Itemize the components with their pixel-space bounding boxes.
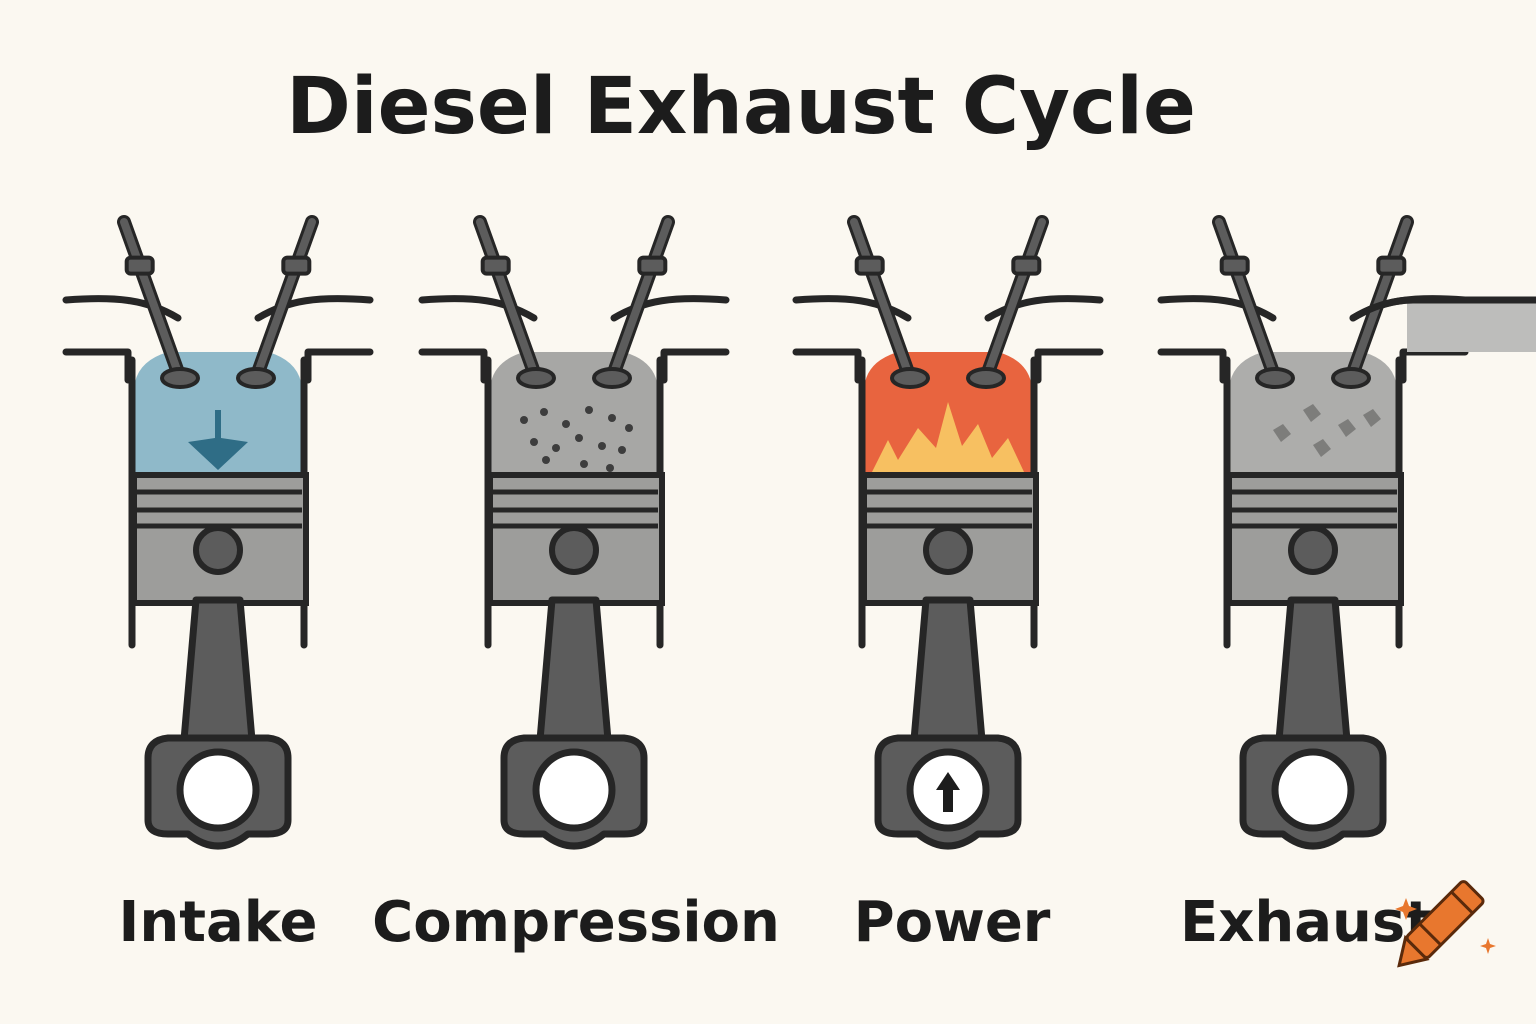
connecting-rod bbox=[180, 596, 256, 744]
intake-port-lower bbox=[1157, 348, 1227, 384]
particle bbox=[598, 442, 606, 450]
particle bbox=[625, 424, 633, 432]
intake-valve-stem bbox=[476, 218, 540, 382]
cylinder-exhaust bbox=[1157, 215, 1536, 850]
particle bbox=[540, 408, 548, 416]
flame-icon bbox=[872, 402, 1024, 472]
exhaust-port-lower bbox=[1034, 348, 1104, 384]
intake-port-upper bbox=[62, 295, 182, 322]
connecting-rod bbox=[910, 596, 986, 744]
exhaust-particle bbox=[1303, 404, 1321, 422]
cylinder-compression bbox=[418, 215, 730, 850]
particle bbox=[608, 414, 616, 422]
particle bbox=[606, 464, 614, 472]
cylinder-power bbox=[792, 215, 1104, 850]
particle bbox=[520, 416, 528, 424]
wrist-pin bbox=[923, 525, 973, 575]
intake-valve-head bbox=[1255, 367, 1295, 389]
diagram-title: Diesel Exhaust Cycle bbox=[286, 62, 1196, 152]
exhaust-particle bbox=[1363, 409, 1381, 427]
exhaust-valve-head bbox=[592, 367, 632, 389]
label-exhaust: Exhaust bbox=[1180, 890, 1432, 955]
combustion-chamber bbox=[490, 352, 658, 475]
particle bbox=[552, 444, 560, 452]
particle bbox=[562, 420, 570, 428]
exhaust-valve-head bbox=[966, 367, 1006, 389]
particle bbox=[580, 460, 588, 468]
exhaust-port-lower bbox=[1399, 348, 1469, 384]
exhaust-pipe bbox=[1407, 300, 1536, 352]
exhaust-valve-stem bbox=[608, 218, 672, 382]
particle bbox=[585, 406, 593, 414]
exhaust-pipe-top bbox=[1349, 296, 1536, 322]
intake-port-lower bbox=[418, 348, 488, 384]
connecting-rod bbox=[1275, 596, 1351, 744]
exhaust-particle bbox=[1313, 439, 1331, 457]
intake-valve-spring-cap bbox=[1219, 255, 1250, 276]
label-power: Power bbox=[853, 890, 1051, 955]
intake-valve-spring-cap bbox=[854, 255, 885, 276]
up-arrow-icon bbox=[936, 772, 960, 812]
exhaust-port-lower bbox=[660, 348, 730, 384]
exhaust-particle bbox=[1338, 419, 1356, 437]
particle bbox=[575, 434, 583, 442]
exhaust-valve-spring-cap bbox=[281, 255, 312, 276]
intake-valve-spring-cap bbox=[480, 255, 511, 276]
intake-valve-stem bbox=[120, 218, 184, 382]
intake-valve-head bbox=[516, 367, 556, 389]
exhaust-valve-head bbox=[1331, 367, 1371, 389]
exhaust-valve-stem bbox=[1347, 218, 1411, 382]
cylinder-intake bbox=[62, 215, 374, 850]
intake-valve-spring-cap bbox=[124, 255, 155, 276]
exhaust-valve-stem bbox=[982, 218, 1046, 382]
crank-bore bbox=[532, 748, 616, 832]
intake-port-upper bbox=[792, 295, 912, 322]
exhaust-port-lower bbox=[304, 348, 374, 384]
exhaust-valve-stem bbox=[252, 218, 316, 382]
intake-valve-head bbox=[160, 367, 200, 389]
crank-bore bbox=[176, 748, 260, 832]
intake-port-lower bbox=[792, 348, 862, 384]
crank-bore bbox=[1271, 748, 1355, 832]
particle bbox=[542, 456, 550, 464]
intake-port-lower bbox=[62, 348, 132, 384]
crayon-icon bbox=[1395, 880, 1496, 968]
exhaust-valve-spring-cap bbox=[1376, 255, 1407, 276]
label-compression: Compression bbox=[372, 890, 780, 955]
exhaust-valve-spring-cap bbox=[1011, 255, 1042, 276]
exhaust-particle bbox=[1273, 424, 1291, 442]
intake-port-upper bbox=[1157, 295, 1277, 322]
wrist-pin bbox=[193, 525, 243, 575]
connecting-rod bbox=[536, 596, 612, 744]
intake-valve-stem bbox=[850, 218, 914, 382]
intake-valve-head bbox=[890, 367, 930, 389]
particle bbox=[530, 438, 538, 446]
down-arrow-icon bbox=[188, 410, 248, 470]
particle bbox=[618, 446, 626, 454]
wrist-pin bbox=[549, 525, 599, 575]
exhaust-valve-head bbox=[236, 367, 276, 389]
label-intake: Intake bbox=[118, 890, 318, 955]
wrist-pin bbox=[1288, 525, 1338, 575]
intake-valve-stem bbox=[1215, 218, 1279, 382]
exhaust-port-upper bbox=[254, 295, 374, 322]
exhaust-valve-spring-cap bbox=[637, 255, 668, 276]
intake-port-upper bbox=[418, 295, 538, 322]
exhaust-port-upper bbox=[610, 295, 730, 322]
exhaust-port-upper bbox=[984, 295, 1104, 322]
